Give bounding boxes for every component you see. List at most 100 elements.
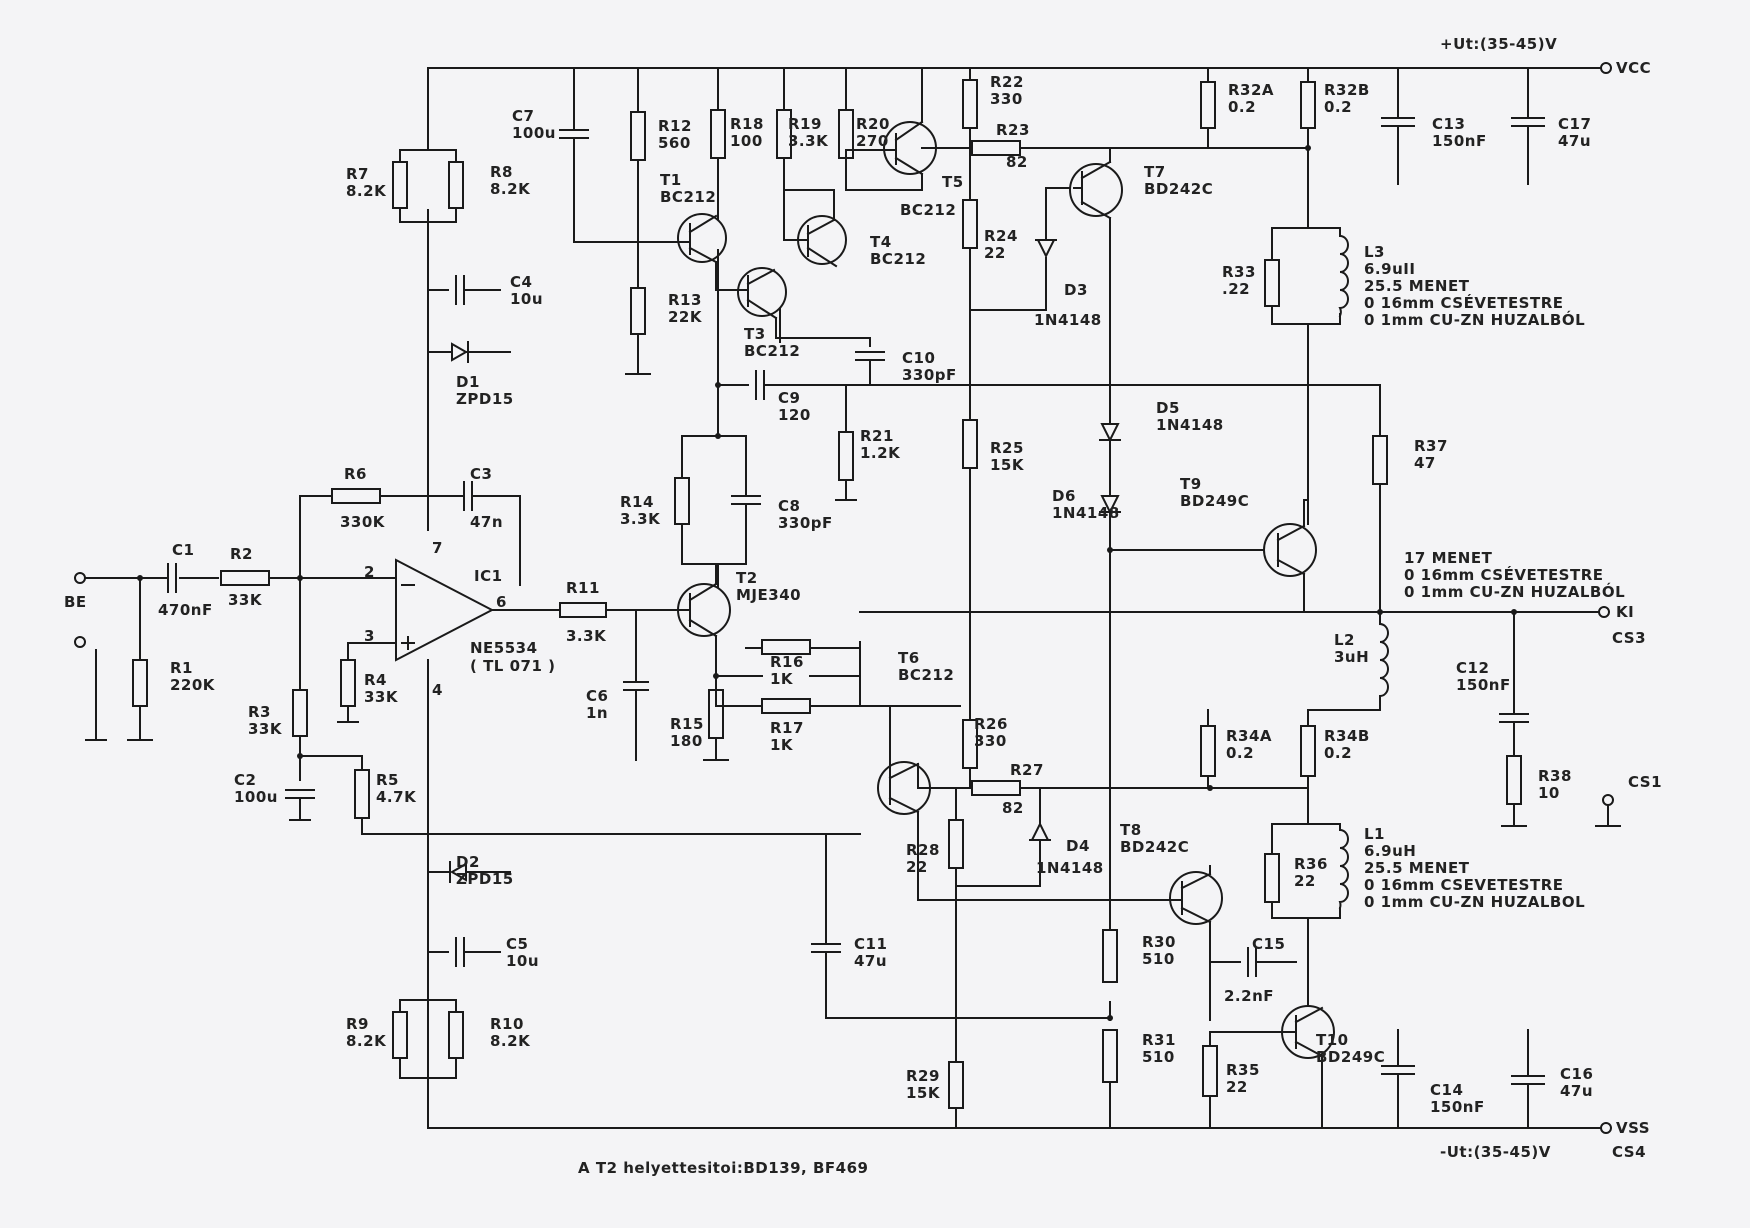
output-terminal bbox=[1598, 606, 1610, 618]
T3-body bbox=[737, 267, 787, 317]
T8-body bbox=[1169, 871, 1223, 925]
C15-ref: C15 bbox=[1252, 935, 1286, 953]
D3-body bbox=[1036, 239, 1056, 259]
D3-ref: D3 bbox=[1064, 281, 1088, 299]
R2-ref: R2 bbox=[230, 545, 253, 563]
ic-part: NE5534 bbox=[470, 639, 538, 657]
vcc-terminal bbox=[1600, 62, 1612, 74]
R9-body bbox=[392, 1011, 408, 1059]
R29-body bbox=[948, 1061, 964, 1109]
R34A-body bbox=[1200, 725, 1216, 777]
R37-body bbox=[1372, 435, 1388, 485]
R11-ref: R11 bbox=[566, 579, 600, 597]
R32B-body bbox=[1300, 81, 1316, 129]
C3-ref: C3 bbox=[470, 465, 493, 483]
R27-ref: R27 bbox=[1010, 761, 1044, 779]
R12-body bbox=[630, 111, 646, 161]
R22-body bbox=[962, 79, 978, 129]
output-label: KI bbox=[1616, 603, 1635, 621]
L1-coil bbox=[1338, 828, 1349, 910]
R7-body bbox=[392, 161, 408, 209]
R3-body bbox=[292, 689, 308, 737]
op-amp-triangle bbox=[395, 558, 495, 662]
R21-body bbox=[838, 431, 854, 481]
R2-body bbox=[220, 570, 270, 586]
T7-body bbox=[1069, 163, 1123, 217]
R34B-body bbox=[1300, 725, 1316, 777]
R27-value: 82 bbox=[1002, 799, 1024, 817]
vcc-label: VCC bbox=[1616, 59, 1652, 77]
cs1-label: CS1 bbox=[1628, 773, 1663, 791]
R23-ref: R23 bbox=[996, 121, 1030, 139]
C1-ref: C1 bbox=[172, 541, 195, 559]
R6-body bbox=[331, 488, 381, 504]
R6-value: 330K bbox=[340, 513, 385, 531]
R4-body bbox=[340, 659, 356, 707]
vss-label: VSS bbox=[1616, 1119, 1651, 1137]
R27-body bbox=[971, 780, 1021, 796]
D1-body bbox=[451, 342, 469, 362]
R32A-body bbox=[1200, 81, 1216, 129]
C3-value: 47n bbox=[470, 513, 504, 531]
D4-part: 1N4148 bbox=[1036, 859, 1104, 877]
R23-value: 82 bbox=[1006, 153, 1028, 171]
L2-coil bbox=[1307, 622, 1389, 711]
D6-body bbox=[1100, 495, 1120, 515]
L3-coil bbox=[1338, 234, 1349, 318]
vss-terminal bbox=[1600, 1122, 1612, 1134]
R31-body bbox=[1102, 1029, 1118, 1083]
R17-body bbox=[761, 698, 811, 714]
cs4-label: CS4 bbox=[1612, 1143, 1647, 1161]
R36-body bbox=[1264, 853, 1280, 903]
R6-ref: R6 bbox=[344, 465, 367, 483]
ic-pin4: 4 bbox=[432, 681, 443, 699]
D3-part: 1N4148 bbox=[1034, 311, 1102, 329]
ic-ref: IC1 bbox=[474, 567, 503, 585]
C15-value: 2.2nF bbox=[1224, 987, 1274, 1005]
input-label: BE bbox=[64, 593, 87, 611]
